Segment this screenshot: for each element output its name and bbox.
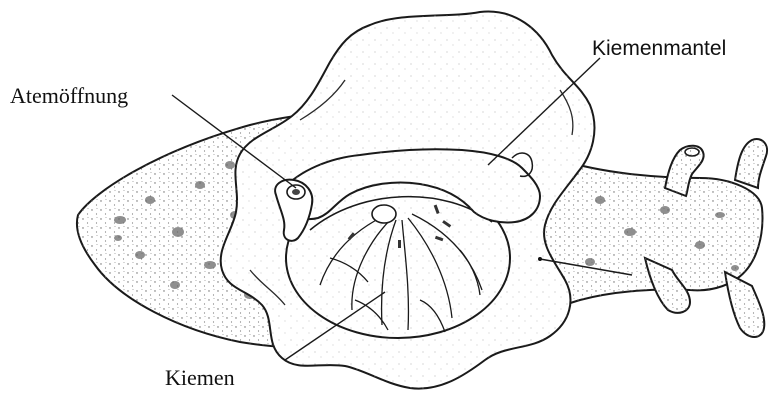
- label-kiemenmantel: Kiemenmantel: [592, 38, 726, 59]
- label-atemoeffnung: Atemöffnung: [10, 85, 128, 107]
- leader-point-body: [538, 257, 542, 261]
- label-kiemen: Kiemen: [165, 367, 235, 389]
